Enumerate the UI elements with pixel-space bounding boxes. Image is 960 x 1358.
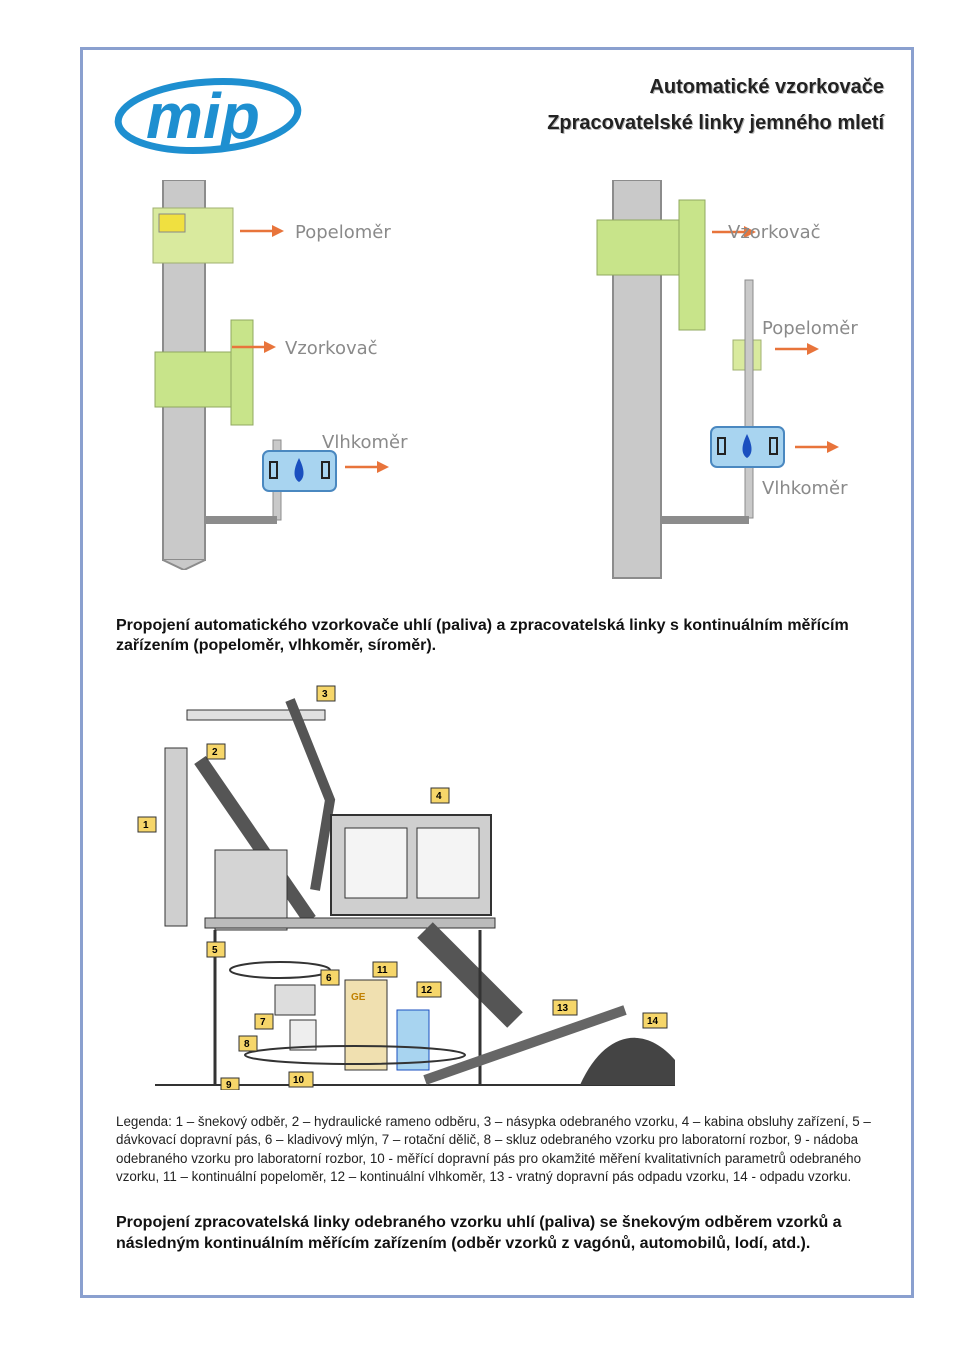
caption-1: Propojení automatického vzorkovače uhlí …: [116, 617, 849, 654]
label-vlhkomer-right: Vlhkoměr: [762, 478, 848, 499]
svg-text:1: 1: [143, 820, 149, 831]
page-frame: [80, 47, 914, 1298]
sampling-line-diagram: GE 1 2 3 4 5 6 7 8 9 10 11 12 13 14: [137, 685, 675, 1090]
svg-text:6: 6: [326, 973, 332, 984]
svg-text:8: 8: [244, 1039, 250, 1050]
svg-text:9: 9: [226, 1080, 232, 1090]
arrow-icon: [795, 441, 839, 453]
svg-text:3: 3: [322, 689, 328, 700]
legend-text: Legenda: 1 – šnekový odběr, 2 – hydrauli…: [116, 1114, 871, 1184]
svg-text:2: 2: [212, 747, 218, 758]
label-vlhkomer-left: Vlhkoměr: [322, 432, 408, 453]
diagram-right-column: [596, 180, 762, 579]
ge-label: GE: [351, 992, 366, 1003]
number-markers: 1 2 3 4 5 6 7 8 9 10 11 12 13 14: [137, 685, 668, 1090]
caption-2: Propojení zpracovatelská linky odebranéh…: [116, 1214, 842, 1252]
svg-text:10: 10: [293, 1075, 305, 1086]
svg-text:12: 12: [421, 985, 433, 996]
arrow-icon: [240, 225, 284, 237]
label-vzorkovac-right: Vzorkovač: [728, 222, 821, 243]
diagram-left-moisture-meter: [262, 450, 337, 492]
svg-text:13: 13: [557, 1003, 569, 1014]
header-title-2: Zpracovatelské linky jemného mletí: [547, 112, 884, 134]
arrow-icon: [775, 343, 819, 355]
label-vzorkovac-left: Vzorkovač: [285, 338, 378, 359]
svg-text:4: 4: [436, 791, 442, 802]
label-popelomer-right: Popeloměr: [762, 318, 858, 339]
mip-logo: mip: [114, 78, 302, 154]
diagram-left-column: [152, 180, 282, 570]
header-title-1: Automatické vzorkovače: [649, 76, 884, 98]
arrow-icon: [232, 341, 276, 353]
label-popelomer-left: Popeloměr: [295, 222, 391, 243]
arrow-icon: [345, 461, 389, 473]
svg-text:5: 5: [212, 945, 218, 956]
svg-text:14: 14: [647, 1016, 659, 1027]
svg-text:11: 11: [377, 965, 388, 976]
svg-text:7: 7: [260, 1017, 266, 1028]
arrow-icon: [712, 226, 756, 238]
logo-text: mip: [146, 80, 260, 152]
diagram-right-moisture-meter: [710, 426, 785, 468]
